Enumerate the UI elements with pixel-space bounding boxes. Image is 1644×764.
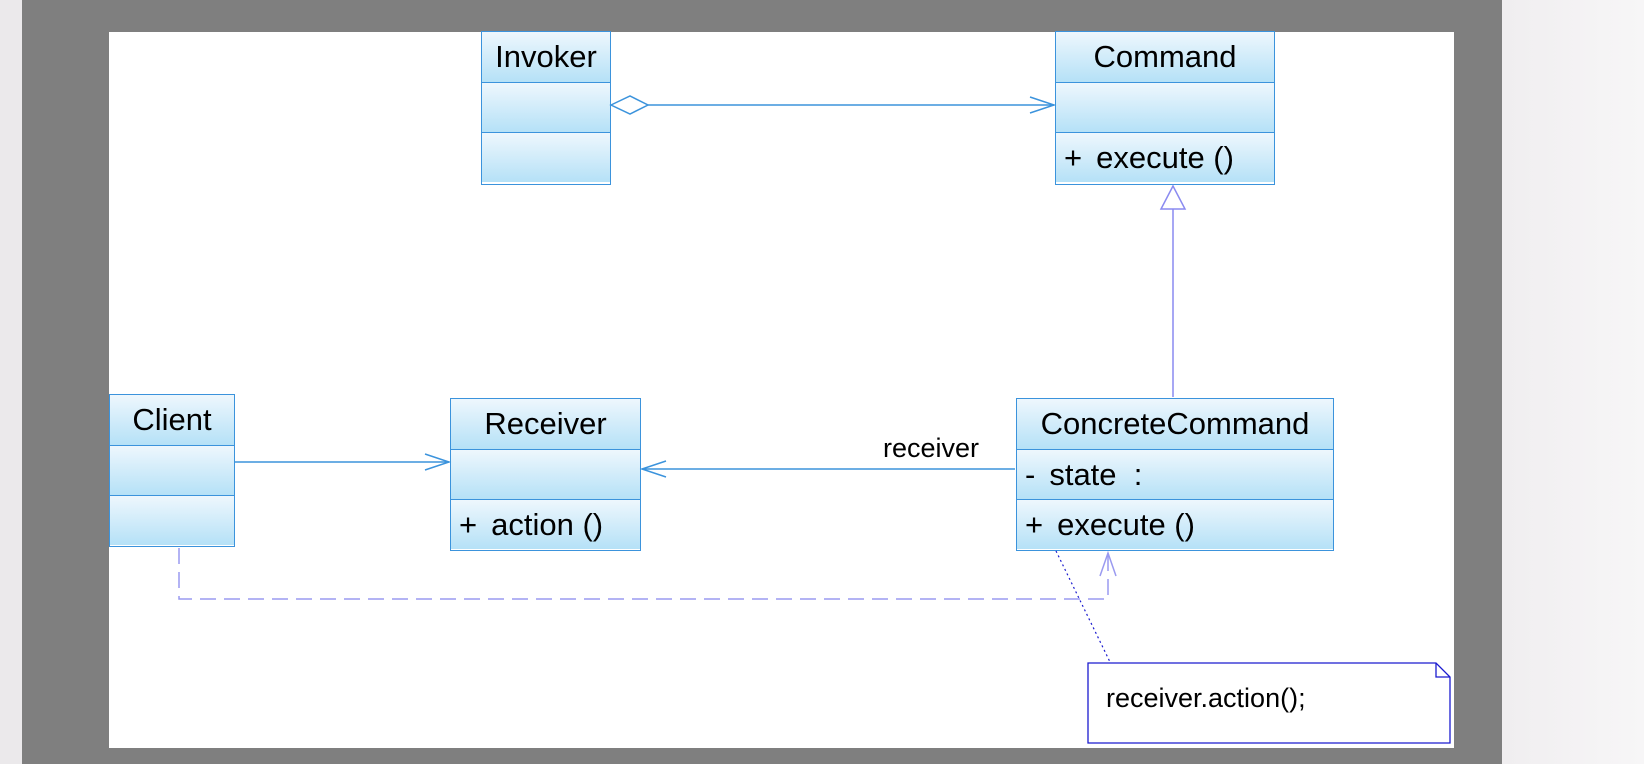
class-name: ConcreteCommand: [1017, 399, 1333, 449]
attribute-signature: state :: [1049, 456, 1143, 492]
operation-execute: + execute (): [1056, 132, 1274, 182]
operation-signature: action (): [491, 506, 604, 542]
association-role-label: receiver: [883, 433, 980, 463]
operation-signature: execute (): [1057, 506, 1195, 542]
attributes-compartment: [451, 449, 640, 499]
class-name: Command: [1056, 32, 1274, 82]
note-fold: [1435, 663, 1450, 678]
class-concrete-command[interactable]: ConcreteCommand - state : + execute (): [1016, 398, 1334, 551]
operation-execute: + execute (): [1017, 499, 1333, 549]
visibility-marker: -: [1025, 456, 1036, 492]
class-name: Receiver: [451, 399, 640, 449]
class-receiver[interactable]: Receiver + action (): [450, 398, 641, 551]
attributes-compartment: [482, 82, 610, 132]
class-command[interactable]: Command + execute (): [1055, 31, 1275, 185]
class-client[interactable]: Client: [109, 394, 235, 547]
visibility-marker: +: [1025, 506, 1044, 542]
attributes-compartment: [1056, 82, 1274, 132]
note-shape[interactable]: [1087, 662, 1451, 744]
operation-signature: execute (): [1096, 139, 1234, 175]
association-arrowhead: [424, 453, 452, 471]
aggregation-diamond: [609, 95, 650, 115]
visibility-marker: +: [459, 506, 478, 542]
operations-compartment: [482, 132, 610, 182]
visibility-marker: +: [1064, 139, 1083, 175]
association-arrowhead: [639, 460, 667, 478]
generalization-triangle: [1159, 184, 1187, 210]
background-right: [1502, 0, 1644, 764]
class-name: Client: [110, 395, 234, 445]
attribute-state: - state :: [1017, 449, 1333, 499]
dependency-line[interactable]: [178, 548, 1109, 600]
class-name: Invoker: [482, 32, 610, 82]
attributes-compartment: [110, 445, 234, 495]
class-invoker[interactable]: Invoker: [481, 31, 611, 185]
operation-action: + action (): [451, 499, 640, 549]
operations-compartment: [110, 495, 234, 545]
note-anchor-line: [1055, 550, 1111, 663]
note-text: receiver.action();: [1106, 683, 1306, 713]
dependency-arrowhead: [1099, 550, 1117, 577]
aggregation-arrowhead: [1029, 96, 1057, 114]
